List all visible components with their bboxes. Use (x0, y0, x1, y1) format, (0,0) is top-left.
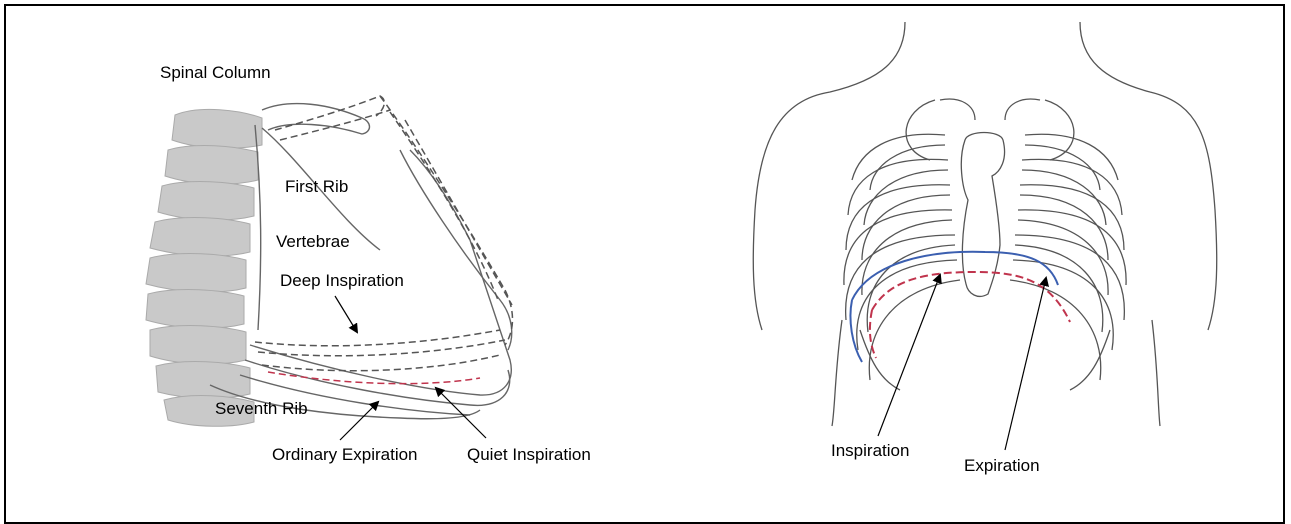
diaphragm-expiration-line (872, 272, 1070, 322)
arrow-expiration (1005, 278, 1046, 450)
label-inspiration: Inspiration (831, 441, 909, 460)
diaphragm-inspiration-line (852, 252, 1058, 300)
arrow-deep-inspiration (335, 296, 357, 332)
torso-outline (753, 22, 1216, 426)
rib-cage-front (844, 99, 1126, 390)
label-ordinary-expiration: Ordinary Expiration (272, 445, 418, 464)
arrow-ordinary-expiration (340, 402, 378, 440)
label-expiration: Expiration (964, 456, 1040, 475)
label-seventh-rib: Seventh Rib (215, 399, 308, 418)
label-vertebrae: Vertebrae (276, 232, 350, 251)
spine-vertebrae (146, 109, 262, 426)
label-deep-inspiration: Deep Inspiration (280, 271, 404, 290)
label-quiet-inspiration: Quiet Inspiration (467, 445, 591, 464)
label-spinal-column: Spinal Column (160, 63, 271, 82)
arrow-inspiration (878, 275, 940, 436)
label-first-rib: First Rib (285, 177, 348, 196)
